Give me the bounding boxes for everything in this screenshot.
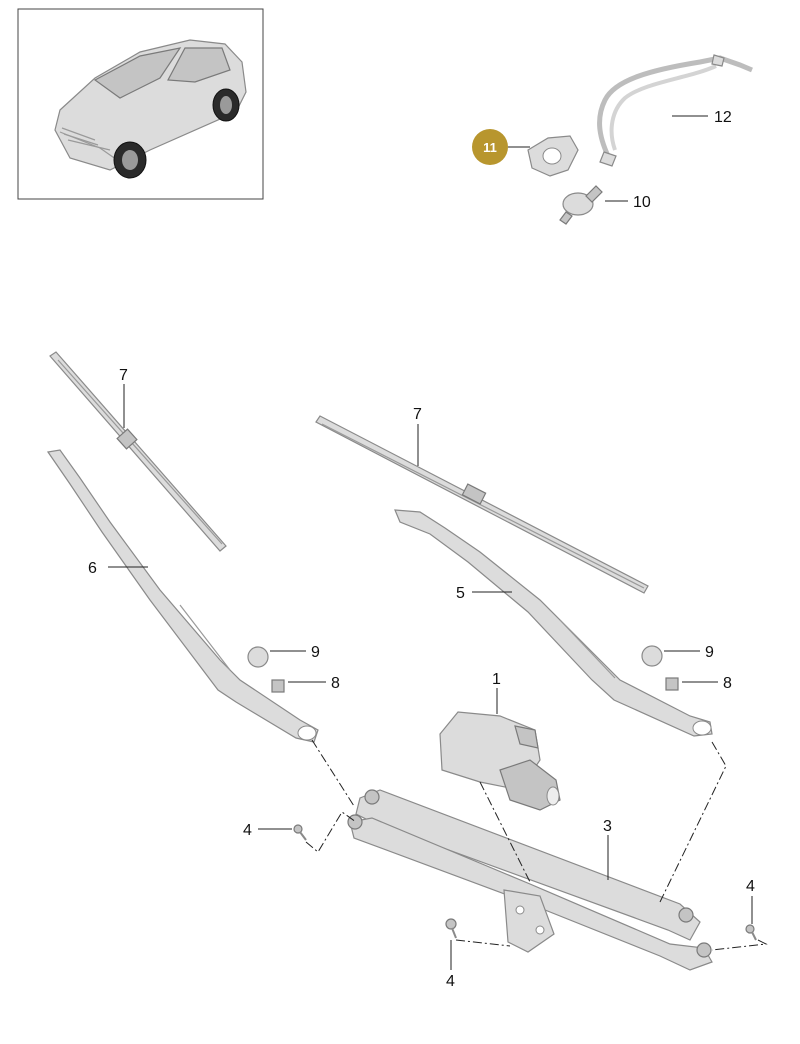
wiper-blade-right-part <box>315 415 649 594</box>
callout-7-left: 7 <box>119 367 128 384</box>
washer-hose-part <box>597 54 753 167</box>
wiper-linkage-part <box>347 789 713 971</box>
callout-4-left: 4 <box>243 822 252 839</box>
wiper-motor-part <box>439 711 561 811</box>
wiper-blade-left-part <box>49 351 227 552</box>
callout-9-right: 9 <box>705 644 714 661</box>
nut-left-part <box>271 679 285 693</box>
bolt-bottom-part <box>445 918 457 939</box>
clip-part <box>527 135 579 177</box>
callout-12: 12 <box>714 109 732 126</box>
callout-9-left: 9 <box>311 644 320 661</box>
suv-thumbnail-icon <box>54 39 247 179</box>
callout-3: 3 <box>603 818 612 835</box>
callout-8-right: 8 <box>723 675 732 692</box>
callout-1: 1 <box>492 671 501 688</box>
assembly-guide-lines <box>305 739 768 951</box>
callout-10: 10 <box>633 194 651 211</box>
callout-4-right: 4 <box>746 878 755 895</box>
cap-right-part <box>641 645 663 667</box>
callout-5: 5 <box>456 585 465 602</box>
callout-4-bottom: 4 <box>446 973 455 990</box>
bolt-left-part <box>293 824 307 841</box>
callout-6: 6 <box>88 560 97 577</box>
vehicle-thumbnail-panel <box>17 8 264 200</box>
wiper-arm-left-part <box>46 449 319 743</box>
callout-11-badge: 11 <box>472 129 508 165</box>
bolt-right-part <box>745 924 757 941</box>
callout-8-left: 8 <box>331 675 340 692</box>
callout-7-right: 7 <box>413 406 422 423</box>
nut-right-part <box>665 677 679 691</box>
highlight-badge <box>472 129 508 165</box>
callout-11: 11 <box>483 140 497 155</box>
cap-left-part <box>247 646 269 668</box>
washer-nozzle-plug-part <box>559 185 603 225</box>
wiper-arm-right-part <box>394 509 713 737</box>
